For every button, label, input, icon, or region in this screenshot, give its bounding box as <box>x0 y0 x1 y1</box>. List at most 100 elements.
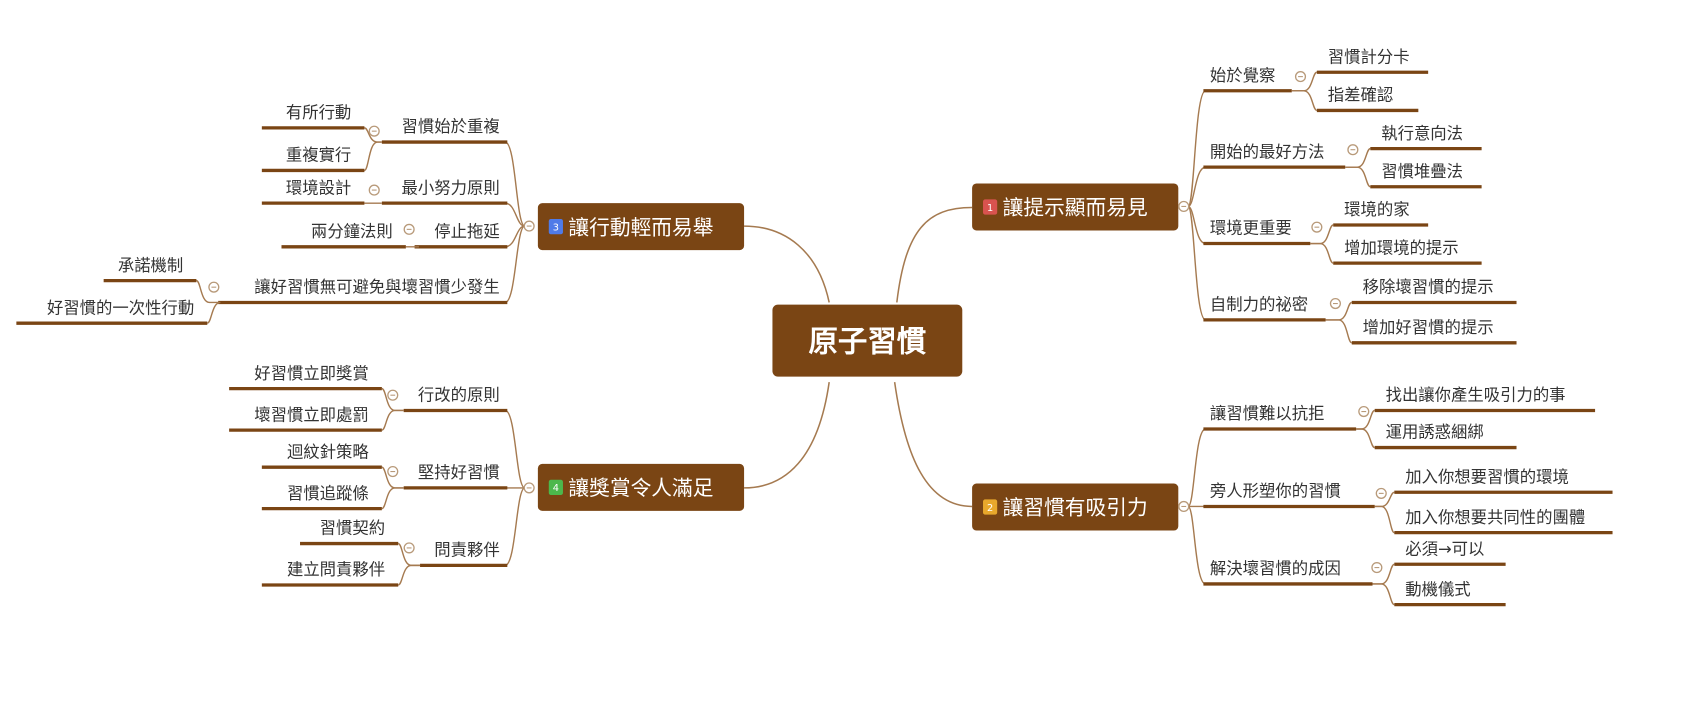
collapse-toggle-icon[interactable] <box>523 220 535 232</box>
leaf-topic-label[interactable]: 重複實行 <box>286 146 351 165</box>
subtopic-label[interactable]: 開始的最好方法 <box>1210 142 1325 161</box>
main-topic-label: 讓習慣有吸引力 <box>1003 496 1148 520</box>
collapse-toggle-icon[interactable] <box>1178 200 1190 213</box>
priority-badge-number: 4 <box>553 483 559 494</box>
leaf-topic-label[interactable]: 習慣追蹤條 <box>287 484 369 503</box>
branch-connector <box>896 206 973 303</box>
subtopic-label[interactable]: 堅持好習慣 <box>418 463 500 482</box>
leaf-topic-label[interactable]: 加入你想要習慣的環境 <box>1405 467 1569 486</box>
child-connector <box>397 564 421 586</box>
leaf-topic-label[interactable]: 建立問責夥伴 <box>287 560 385 579</box>
child-connector <box>363 141 382 172</box>
spine-connector <box>1187 166 1206 208</box>
leaf-topic-label[interactable]: 增加環境的提示 <box>1344 238 1459 257</box>
spine-connector <box>504 487 526 567</box>
collapse-toggle-icon[interactable] <box>1311 221 1323 233</box>
subtopic-label[interactable]: 始於覺察 <box>1210 66 1275 85</box>
child-connector <box>1356 428 1376 449</box>
leaf-topic-label[interactable]: 動機儀式 <box>1405 580 1470 599</box>
priority-badge-icon <box>548 479 563 496</box>
leaf-topic-label[interactable]: 指差確認 <box>1328 86 1393 105</box>
collapse-toggle-icon[interactable] <box>208 281 220 293</box>
child-connector <box>1325 319 1353 344</box>
main-topic-label: 讓獎賞令人滿足 <box>568 476 713 500</box>
child-connector <box>196 279 219 304</box>
collapse-toggle-icon[interactable] <box>1358 405 1370 418</box>
subtopic-label[interactable]: 環境更重要 <box>1210 219 1292 238</box>
spine-connector <box>504 141 526 227</box>
collapse-toggle-icon[interactable] <box>1347 144 1359 156</box>
collapse-toggle-icon[interactable] <box>403 223 415 235</box>
priority-badge-number: 1 <box>987 203 993 214</box>
spine-connector <box>504 409 526 489</box>
priority-badge-icon <box>983 499 998 515</box>
child-connector <box>1310 242 1334 264</box>
branch-connector <box>893 381 973 508</box>
spine-connector <box>504 225 526 304</box>
main-topic-3[interactable]: 3 讓行動輕而易舉 <box>537 203 745 251</box>
leaf-topic-label[interactable]: 兩分鐘法則 <box>311 222 393 241</box>
collapse-toggle-icon[interactable] <box>403 542 415 554</box>
subtopic-label[interactable]: 解決壞習慣的成因 <box>1210 559 1341 578</box>
leaf-topic-label[interactable]: 習慣堆疊法 <box>1381 162 1463 181</box>
leaf-topic-label[interactable]: 執行意向法 <box>1381 124 1463 143</box>
leaf-topic-label[interactable]: 增加好習慣的提示 <box>1363 318 1494 337</box>
main-topic-4[interactable]: 4 讓獎賞令人滿足 <box>537 463 745 511</box>
priority-badge-icon <box>548 218 563 235</box>
central-topic[interactable]: 原子習慣 <box>772 304 963 377</box>
child-connector <box>206 301 221 324</box>
subtopic-label[interactable]: 停止拖延 <box>434 222 499 241</box>
priority-badge-number: 3 <box>553 222 559 233</box>
collapse-toggle-icon[interactable] <box>368 125 380 137</box>
subtopic-label[interactable]: 最小努力原則 <box>402 178 500 197</box>
leaf-topic-label[interactable]: 承諾機制 <box>118 256 183 275</box>
leaf-topic-label[interactable]: 必須→可以 <box>1405 539 1484 558</box>
spine-connector <box>1187 505 1206 585</box>
priority-badge-number: 2 <box>987 503 993 514</box>
priority-badge-icon <box>983 199 998 215</box>
collapse-toggle-icon[interactable] <box>1178 500 1190 513</box>
leaf-topic-label[interactable]: 環境的家 <box>1344 200 1409 219</box>
subtopic-label[interactable]: 讓好習慣無可避免與壞習慣少發生 <box>254 278 499 297</box>
collapse-toggle-icon[interactable] <box>368 184 380 196</box>
collapse-toggle-icon[interactable] <box>1375 487 1387 499</box>
branch-connector <box>744 225 830 303</box>
leaf-topic-label[interactable]: 好習慣的一次性行動 <box>47 298 194 317</box>
branch-connector <box>744 381 830 489</box>
collapse-toggle-icon[interactable] <box>523 482 535 494</box>
spine-connector <box>504 202 525 227</box>
collapse-toggle-icon[interactable] <box>1371 562 1383 574</box>
spine-connector <box>1187 428 1206 508</box>
collapse-toggle-icon[interactable] <box>387 465 399 478</box>
subtopic-label[interactable]: 讓習慣難以抗拒 <box>1210 404 1325 423</box>
spine-connector <box>1187 90 1207 208</box>
leaf-topic-label[interactable]: 好習慣立即獎賞 <box>254 364 369 383</box>
leaf-topic-label[interactable]: 環境設計 <box>286 178 351 197</box>
leaf-topic-label[interactable]: 習慣契約 <box>320 519 385 538</box>
collapse-toggle-icon[interactable] <box>387 389 399 401</box>
subtopic-label[interactable]: 習慣始於重複 <box>402 117 500 136</box>
spine-connector <box>1187 205 1207 321</box>
subtopic-label[interactable]: 旁人形塑你的習慣 <box>1210 482 1341 501</box>
leaf-topic-label[interactable]: 習慣計分卡 <box>1328 47 1410 66</box>
leaf-topic-label[interactable]: 有所行動 <box>286 103 351 122</box>
main-topic-label: 讓行動輕而易舉 <box>568 215 713 239</box>
leaf-topic-label[interactable]: 移除壞習慣的提示 <box>1363 278 1494 297</box>
leaf-topic-label[interactable]: 迴紋針策略 <box>287 442 369 461</box>
child-connector <box>1372 583 1395 606</box>
leaf-topic-label[interactable]: 壞習慣立即處罰 <box>254 405 369 424</box>
child-connector <box>1374 505 1396 534</box>
leaf-topic-label[interactable]: 加入你想要共同性的團體 <box>1405 508 1585 527</box>
child-connector <box>1345 166 1371 188</box>
collapse-toggle-icon[interactable] <box>1329 297 1341 310</box>
subtopic-label[interactable]: 行改的原則 <box>418 386 500 405</box>
subtopic-label[interactable]: 問責夥伴 <box>434 541 499 560</box>
leaf-topic-label[interactable]: 找出讓你產生吸引力的事 <box>1386 386 1566 405</box>
subtopic-label[interactable]: 自制力的祕密 <box>1210 295 1308 314</box>
main-topic-2[interactable]: 2 讓習慣有吸引力 <box>972 483 1179 531</box>
leaf-topic-label[interactable]: 運用誘惑綑綁 <box>1386 423 1484 442</box>
child-connector <box>381 409 404 431</box>
collapse-toggle-icon[interactable] <box>1294 71 1307 83</box>
